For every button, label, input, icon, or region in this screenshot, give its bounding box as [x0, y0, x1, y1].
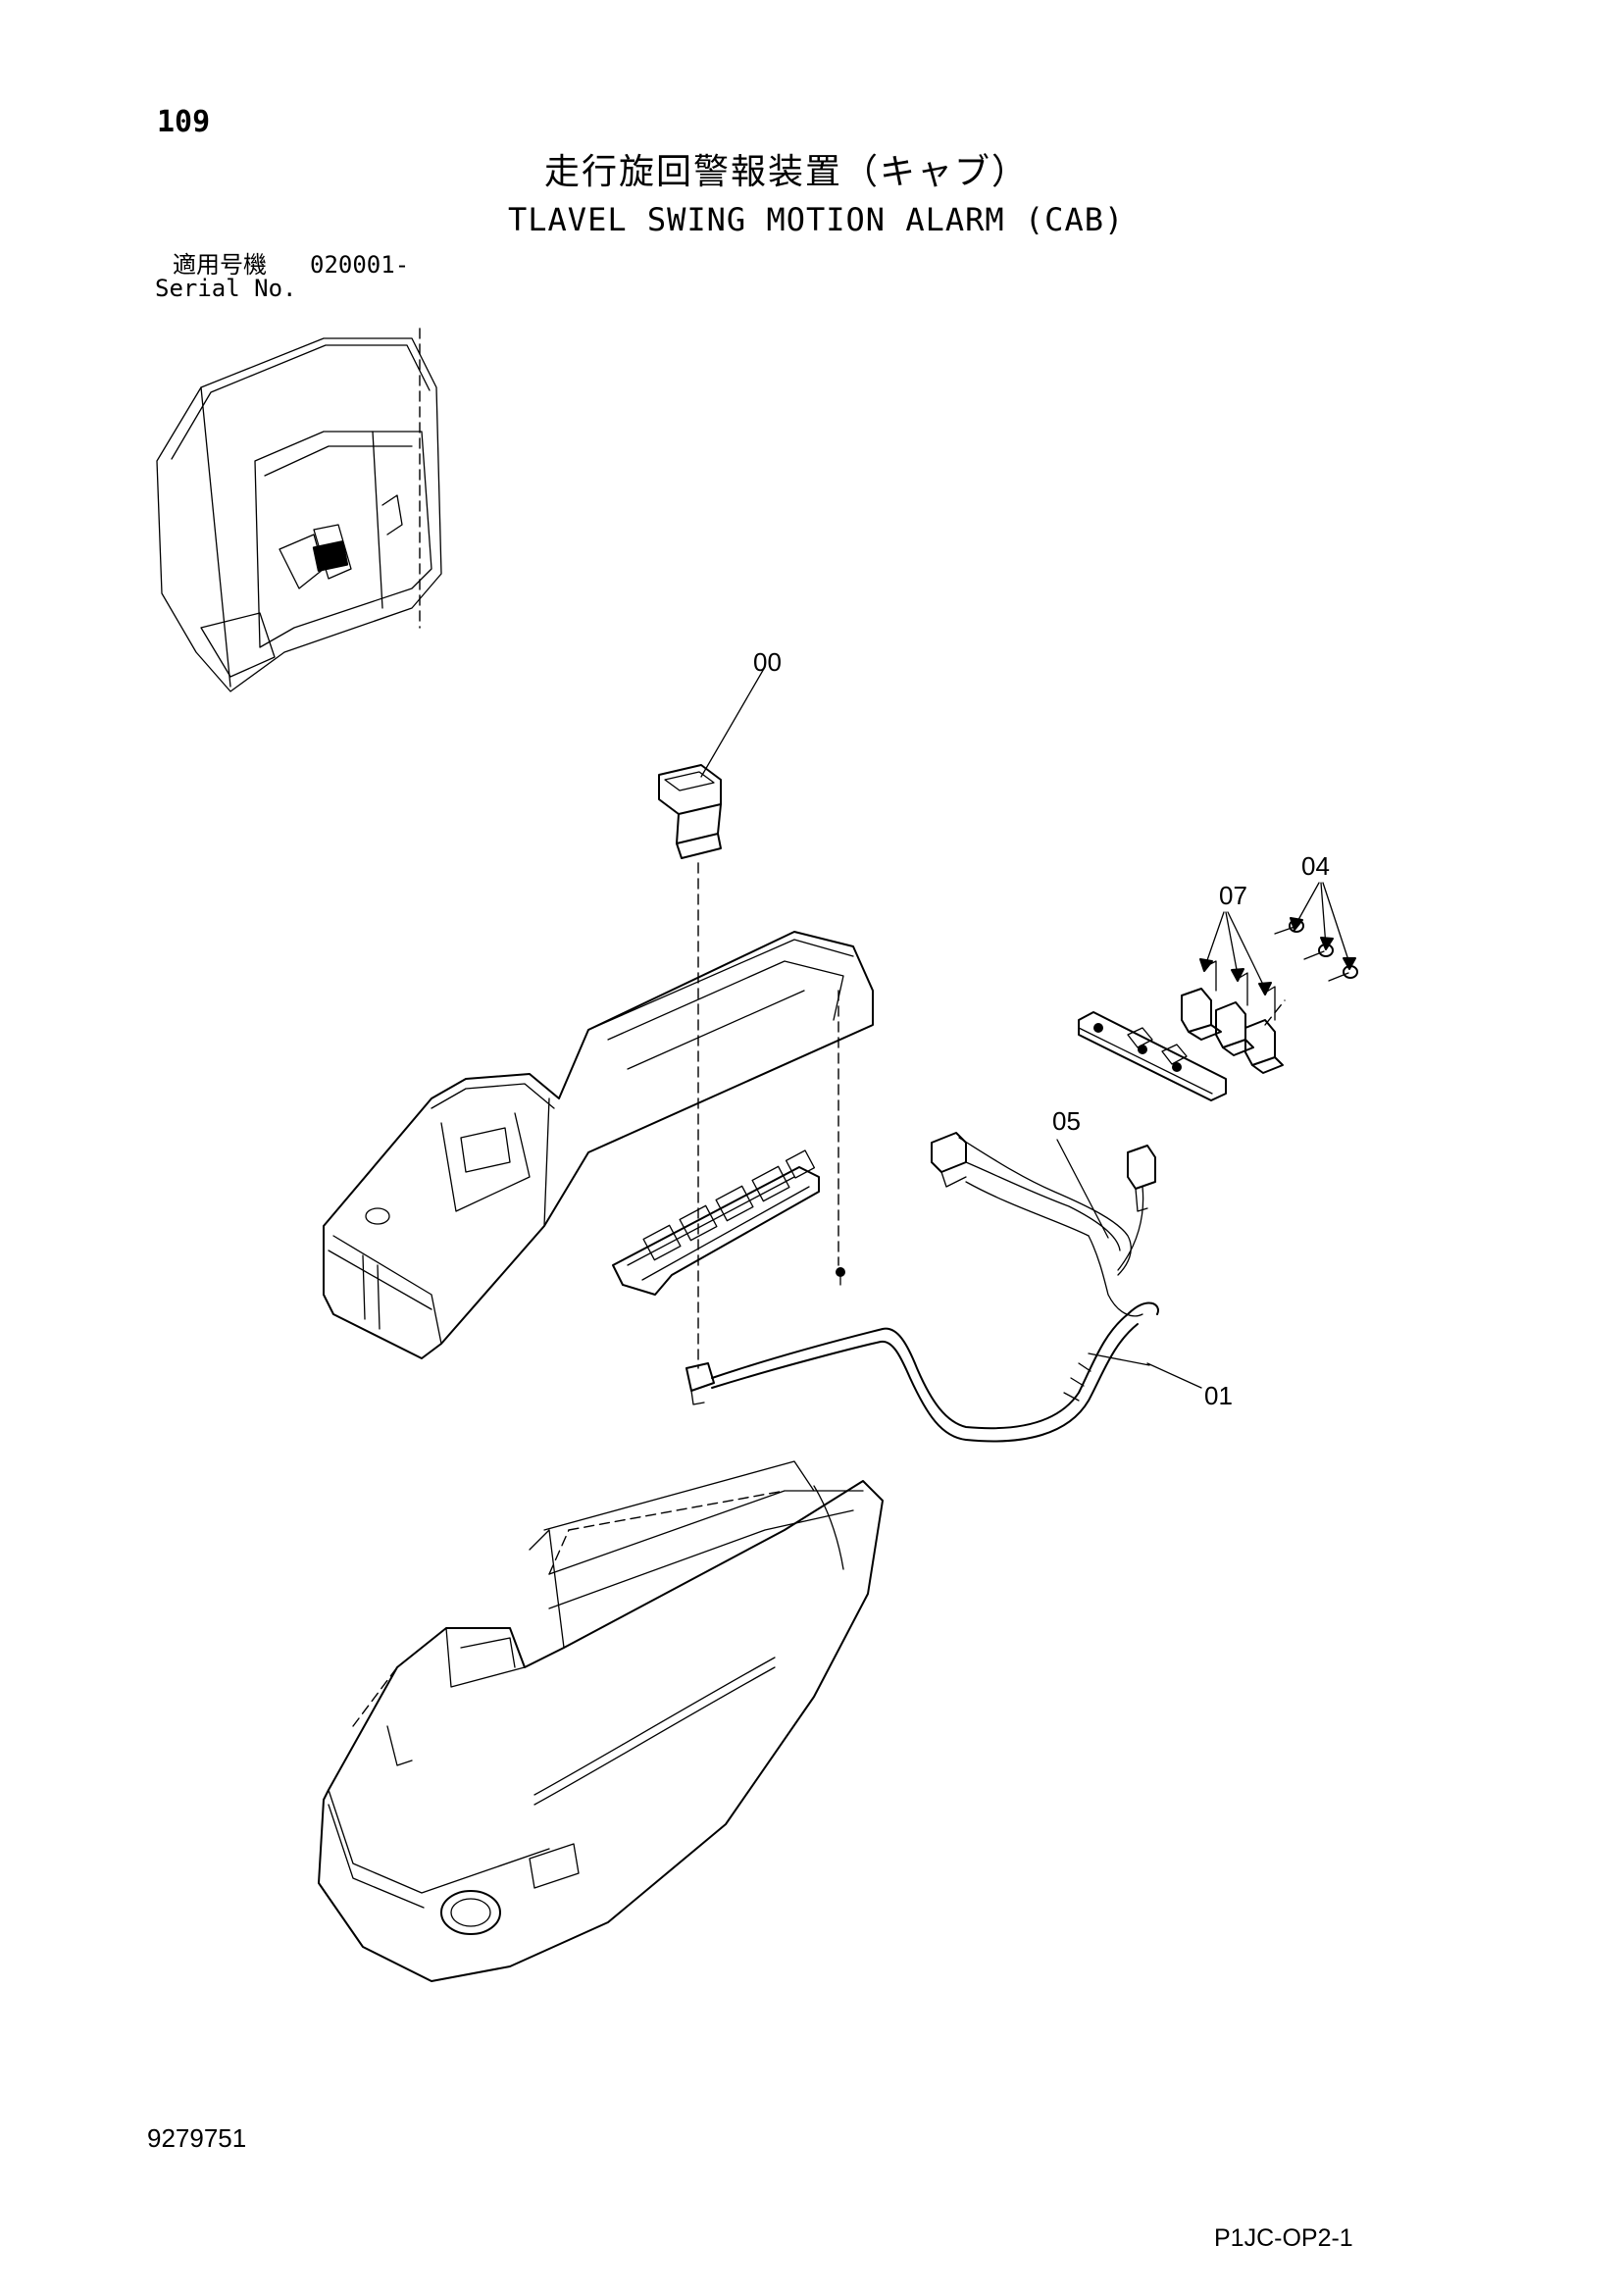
callout-00: 00: [753, 647, 782, 677]
title-english: TLAVEL SWING MOTION ALARM (CAB): [508, 201, 1125, 238]
serial-number-value: 020001-: [310, 251, 410, 279]
lower-console-cover: [318, 1460, 884, 1982]
console-housing: [323, 931, 874, 1359]
page-number: 109: [157, 105, 211, 139]
serial-label-english: Serial No.: [155, 275, 297, 302]
callout-04: 04: [1301, 851, 1330, 881]
relay-bracket: [1078, 1011, 1227, 1101]
part-07-relays: [1181, 911, 1284, 1074]
callout-07: 07: [1219, 881, 1247, 910]
callout-05: 05: [1052, 1106, 1081, 1136]
switch-panel: [612, 1149, 845, 1296]
cab-overview-illustration: [156, 328, 442, 692]
callout-01: 01: [1204, 1381, 1233, 1410]
part-04-screws: [1264, 882, 1358, 1026]
part-01-harness: [685, 1301, 1202, 1443]
serial-label-japanese: 適用号機: [173, 251, 267, 279]
title-japanese: 走行旋回警報装置（キャブ）: [544, 152, 1030, 192]
part-05-harness: [931, 1132, 1156, 1317]
drawing-number: 9279751: [147, 2123, 247, 2153]
part-00-switch: [658, 666, 766, 1369]
sheet-code: P1JC-OP2-1: [1214, 2224, 1353, 2252]
